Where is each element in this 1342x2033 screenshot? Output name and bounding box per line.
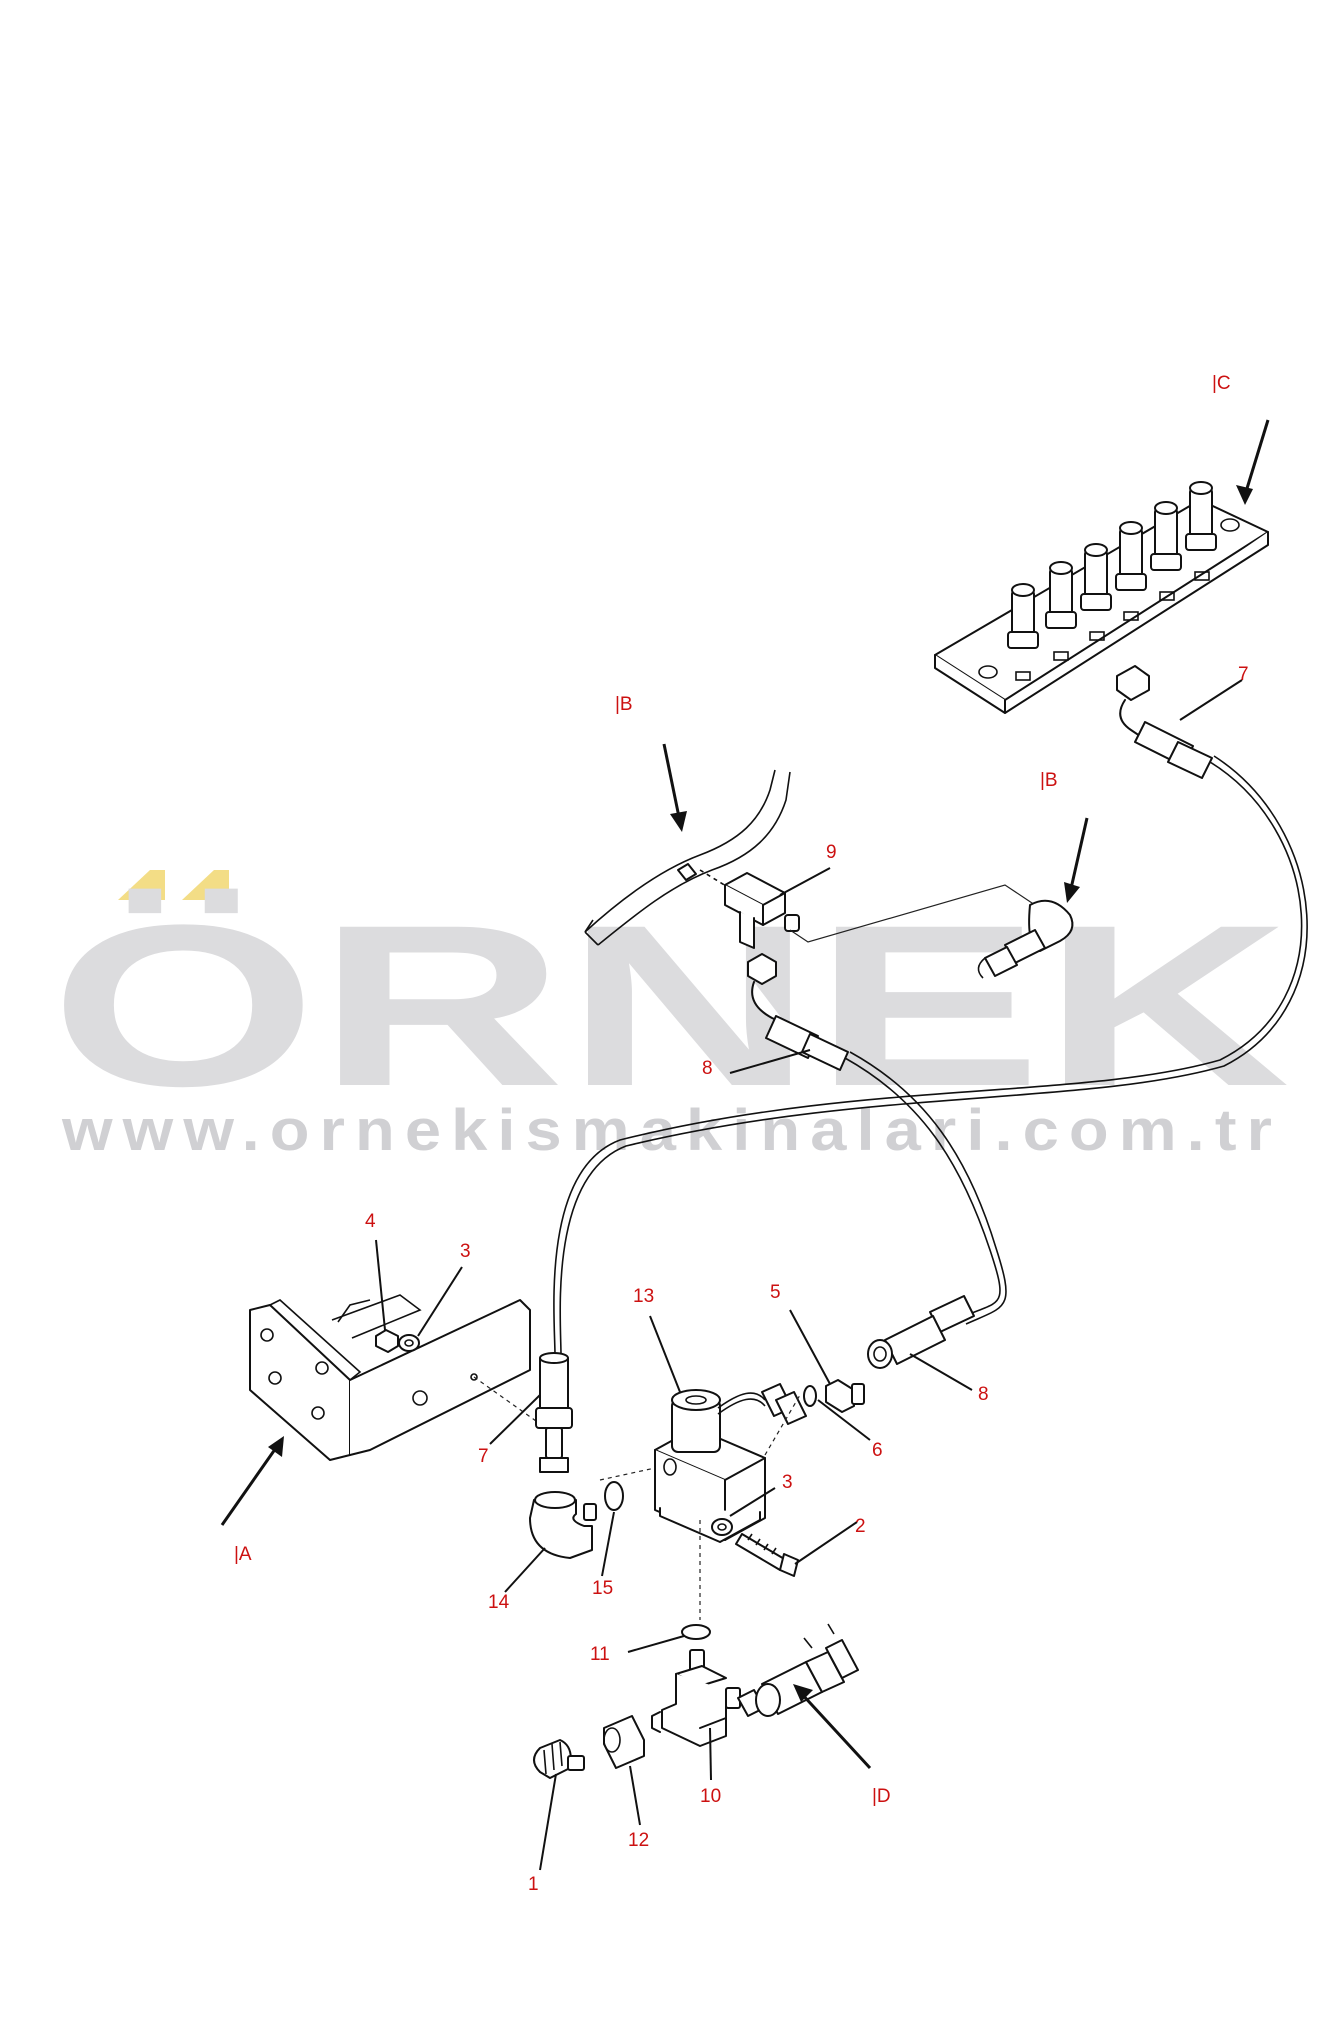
callout-4: 4 xyxy=(365,1211,376,1232)
solenoid-valve-13 xyxy=(599,1383,812,1543)
view-label-c: |C xyxy=(1212,373,1231,394)
callout-7-lower: 7 xyxy=(478,1446,489,1467)
callout-13: 13 xyxy=(633,1286,654,1307)
hose-8 xyxy=(751,981,1007,1369)
callout-5: 5 xyxy=(770,1282,781,1303)
view-label-d: |D xyxy=(872,1786,891,1807)
callout-2: 2 xyxy=(855,1516,866,1537)
nut-12 xyxy=(603,1715,645,1769)
o-ring-15 xyxy=(604,1481,624,1511)
callout-7-top: 7 xyxy=(1238,664,1249,685)
tee-fitting-10 xyxy=(651,1649,741,1747)
callout-10: 10 xyxy=(700,1786,721,1807)
callout-8-left: 8 xyxy=(702,1058,713,1079)
frame-tube xyxy=(584,769,791,946)
callout-3-lower: 3 xyxy=(782,1472,793,1493)
callout-12: 12 xyxy=(628,1830,649,1851)
view-label-a: |A xyxy=(234,1544,252,1565)
umlaut-mark-right xyxy=(182,870,229,900)
callout-9: 9 xyxy=(826,842,837,863)
callout-3-top: 3 xyxy=(460,1241,471,1262)
o-ring-11 xyxy=(681,1624,711,1640)
watermark-brand: ÖRNEK xyxy=(50,877,1290,1134)
callout-14: 14 xyxy=(488,1592,510,1613)
cylinder-d xyxy=(737,1623,859,1717)
view-label-b-left: |B xyxy=(615,694,633,715)
callout-8-right: 8 xyxy=(978,1384,989,1405)
callout-1: 1 xyxy=(528,1874,539,1895)
hose-7-lower-fitting xyxy=(535,1352,573,1473)
elbow-fitting-right-b xyxy=(977,899,1074,979)
hose-7-upper xyxy=(553,665,1308,1356)
leaders xyxy=(220,419,1270,1871)
callout-11: 11 xyxy=(590,1644,610,1665)
callout-labels: |C 7 |B |B 9 8 4 3 13 5 6 8 7 3 2 |A 14 … xyxy=(234,373,1249,1895)
view-label-b-right: |B xyxy=(1040,770,1058,791)
watermark-url: www.ornekismakinalari.com.tr xyxy=(61,1098,1282,1163)
manifold-block xyxy=(934,481,1269,714)
cap-1 xyxy=(533,1739,585,1779)
fitting-5 xyxy=(825,1379,865,1413)
o-ring-6 xyxy=(803,1385,817,1407)
callout-6: 6 xyxy=(872,1440,883,1461)
umlaut-mark-left xyxy=(118,870,165,900)
mounting-bracket xyxy=(249,1294,561,1461)
washer-3-bolt-2 xyxy=(699,1518,799,1620)
elbow-14 xyxy=(529,1491,597,1559)
callout-15: 15 xyxy=(592,1578,613,1599)
watermark: ÖRNEK www.ornekismakinalari.com.tr xyxy=(50,870,1290,1163)
